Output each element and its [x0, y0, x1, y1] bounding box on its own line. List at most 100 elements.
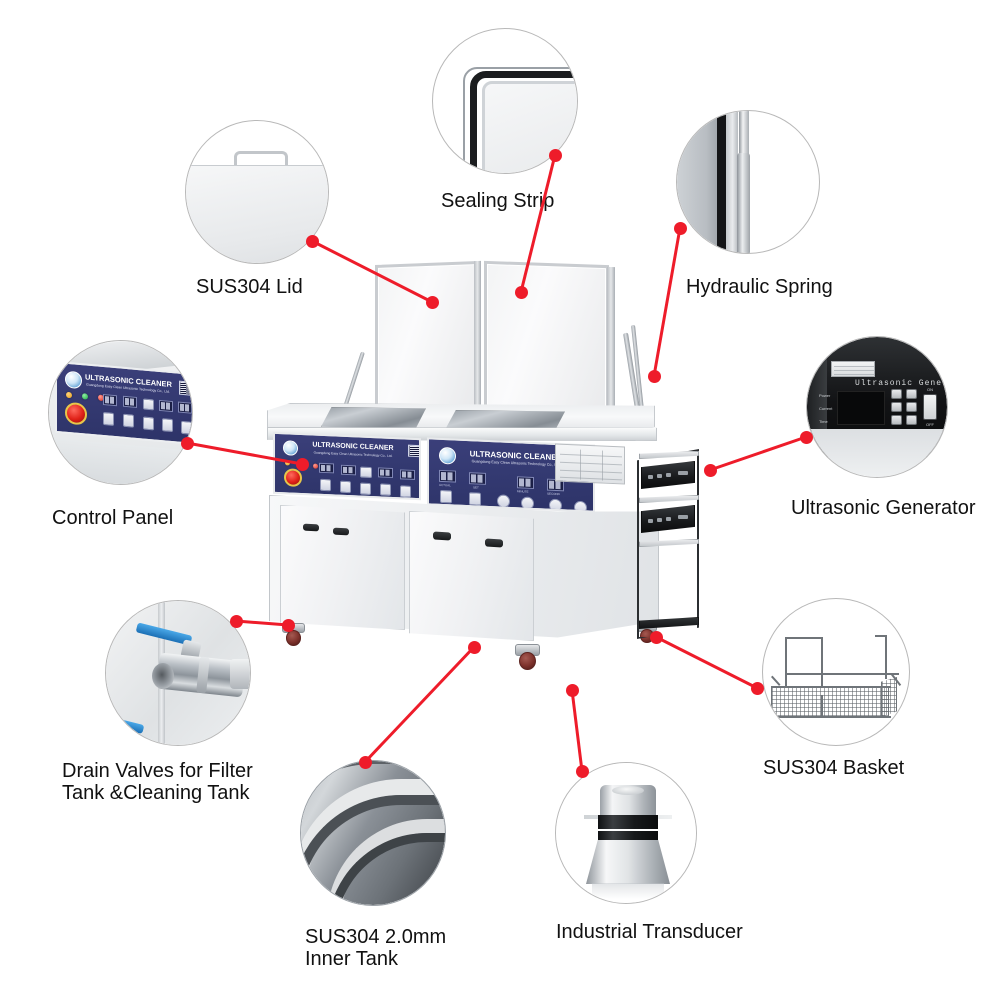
dot-hydraulic-spring-bubble [674, 222, 687, 235]
btn-stop-closeup[interactable] [123, 413, 134, 428]
door-handle-right-a[interactable] [433, 531, 451, 541]
dot-industrial-transducer-bubble [576, 765, 589, 778]
button-dryonoff-right[interactable] [574, 500, 587, 513]
dot-sus304-lid-target [426, 296, 439, 309]
dot-inner-tank-bubble [359, 756, 372, 769]
machine-nameplate [555, 443, 625, 485]
generator-label-time: Time [819, 419, 828, 424]
led-run-closeup [82, 393, 88, 400]
button-stop-right[interactable] [469, 492, 481, 506]
label-control-panel: Control Panel [52, 507, 174, 529]
label-inner-tank-line1: SUS304 2.0mm [305, 926, 447, 948]
valve-handle-lower[interactable] [106, 713, 145, 734]
dot-drain-valves-target [282, 619, 295, 632]
dot-inner-tank-target [468, 641, 481, 654]
seal-outer-shell [463, 67, 577, 173]
btn-timer-closeup[interactable] [162, 418, 173, 433]
generator-title-text: Ultrasonic Generator [855, 379, 947, 388]
basket-handle-left-down [821, 639, 823, 687]
gas-spring-left [343, 351, 365, 408]
basket-mesh-front [771, 687, 889, 717]
generator-side-panel [807, 337, 827, 459]
emergency-stop-left[interactable] [284, 468, 302, 488]
dot-hydraulic-spring-target [648, 370, 661, 383]
cabinet-door-right[interactable] [409, 511, 534, 641]
button-heaton-right[interactable] [497, 494, 510, 508]
button-timer-left[interactable] [380, 483, 391, 496]
generator-power-switch[interactable] [923, 394, 937, 420]
display-minute-left [378, 467, 393, 479]
generator-label-current: Current [819, 406, 833, 411]
dot-sus304-basket-bubble [751, 682, 764, 695]
lid-left-hinge-edge [474, 260, 481, 414]
btn-start-closeup[interactable] [103, 411, 114, 426]
generator-button-2[interactable] [906, 389, 917, 399]
generator-label-power: Power [819, 393, 831, 398]
lid-inner-panel [482, 81, 577, 173]
door-handle-left-a[interactable] [303, 523, 319, 532]
label-inner-tank-line2: Inner Tank [305, 948, 399, 970]
sus304-lid-left[interactable] [375, 261, 478, 415]
display-set-right [469, 472, 486, 485]
generator-button-4[interactable] [906, 402, 917, 412]
seg-a-closeup [103, 393, 117, 407]
generator-button-5[interactable] [891, 415, 902, 425]
button-heaton-left[interactable] [360, 482, 371, 496]
btn-c-closeup[interactable] [143, 398, 154, 411]
button-start-left[interactable] [320, 478, 331, 492]
ultrasonic-cleaner-machine: ULTRASONIC CLEANER Guangdong Easy Clean … [255, 255, 735, 685]
generator-switch-on-label: ON [927, 387, 933, 392]
dot-industrial-transducer-target [566, 684, 579, 697]
label-sealing-strip: Sealing Strip [441, 190, 555, 212]
basket-rim-front [771, 686, 891, 688]
label-drain-valves-line1: Drain Valves for Filter [62, 760, 253, 782]
transducer-cone-body [586, 840, 670, 884]
door-handle-right-b[interactable] [485, 538, 503, 548]
seg-d-closeup [159, 399, 173, 413]
basket-rim-left [771, 675, 781, 686]
hydraulic-spring-cylinder [737, 153, 750, 253]
emergency-stop-closeup[interactable] [65, 401, 87, 426]
led-indicator-alarm-left [313, 463, 318, 469]
dot-sus304-lid-bubble [306, 235, 319, 248]
basket-handle-right-vert [885, 635, 887, 679]
control-panel-closeup[interactable]: ULTRASONIC CLEANER Guangdong Easy Clean … [55, 360, 192, 446]
lid-surface [186, 165, 328, 263]
led-power-closeup [66, 391, 72, 399]
basket-bottom-front [771, 716, 891, 718]
bubble-drain-valves [105, 600, 251, 746]
bubble-inner-tank [300, 760, 446, 906]
button-stop-left[interactable] [340, 480, 351, 494]
button-heat-left[interactable] [360, 466, 372, 479]
label-sus304-lid: SUS304 Lid [196, 276, 303, 298]
seg-b-closeup [123, 395, 137, 408]
button-time-left[interactable] [400, 485, 411, 498]
label-sus304-basket: SUS304 Basket [763, 757, 905, 779]
basket-handle-right-top [875, 635, 887, 637]
btn-heat-closeup[interactable] [143, 416, 154, 431]
door-handle-left-b[interactable] [333, 527, 349, 536]
generator-button-3[interactable] [891, 402, 902, 412]
sus304-lid-right[interactable] [484, 260, 609, 421]
leader-industrial-transducer [570, 689, 584, 772]
button-timer-right[interactable] [521, 496, 534, 511]
led-indicator-power-left [285, 460, 290, 466]
generator-display-window [837, 391, 885, 425]
display-minute-right [517, 476, 534, 490]
machine-lower-edge [49, 437, 192, 484]
display-second-label-right: SECOND [547, 491, 560, 497]
generator-base-shelf [807, 429, 947, 477]
cabinet-door-left[interactable] [280, 505, 405, 630]
brand-logo-right [439, 446, 456, 465]
generator-switch-off-label: OFF [926, 422, 934, 427]
basket-rim-back [785, 673, 899, 675]
dot-drain-valves-bubble [230, 615, 243, 628]
display-set-left [341, 464, 356, 476]
display-set-label-right: SET [473, 485, 479, 490]
dot-sealing-strip-bubble [549, 149, 562, 162]
btn-time-closeup[interactable] [181, 420, 192, 435]
button-start-right[interactable] [440, 489, 452, 504]
button-time-right[interactable] [549, 498, 562, 513]
generator-button-6[interactable] [906, 415, 917, 425]
generator-button-1[interactable] [891, 389, 902, 399]
